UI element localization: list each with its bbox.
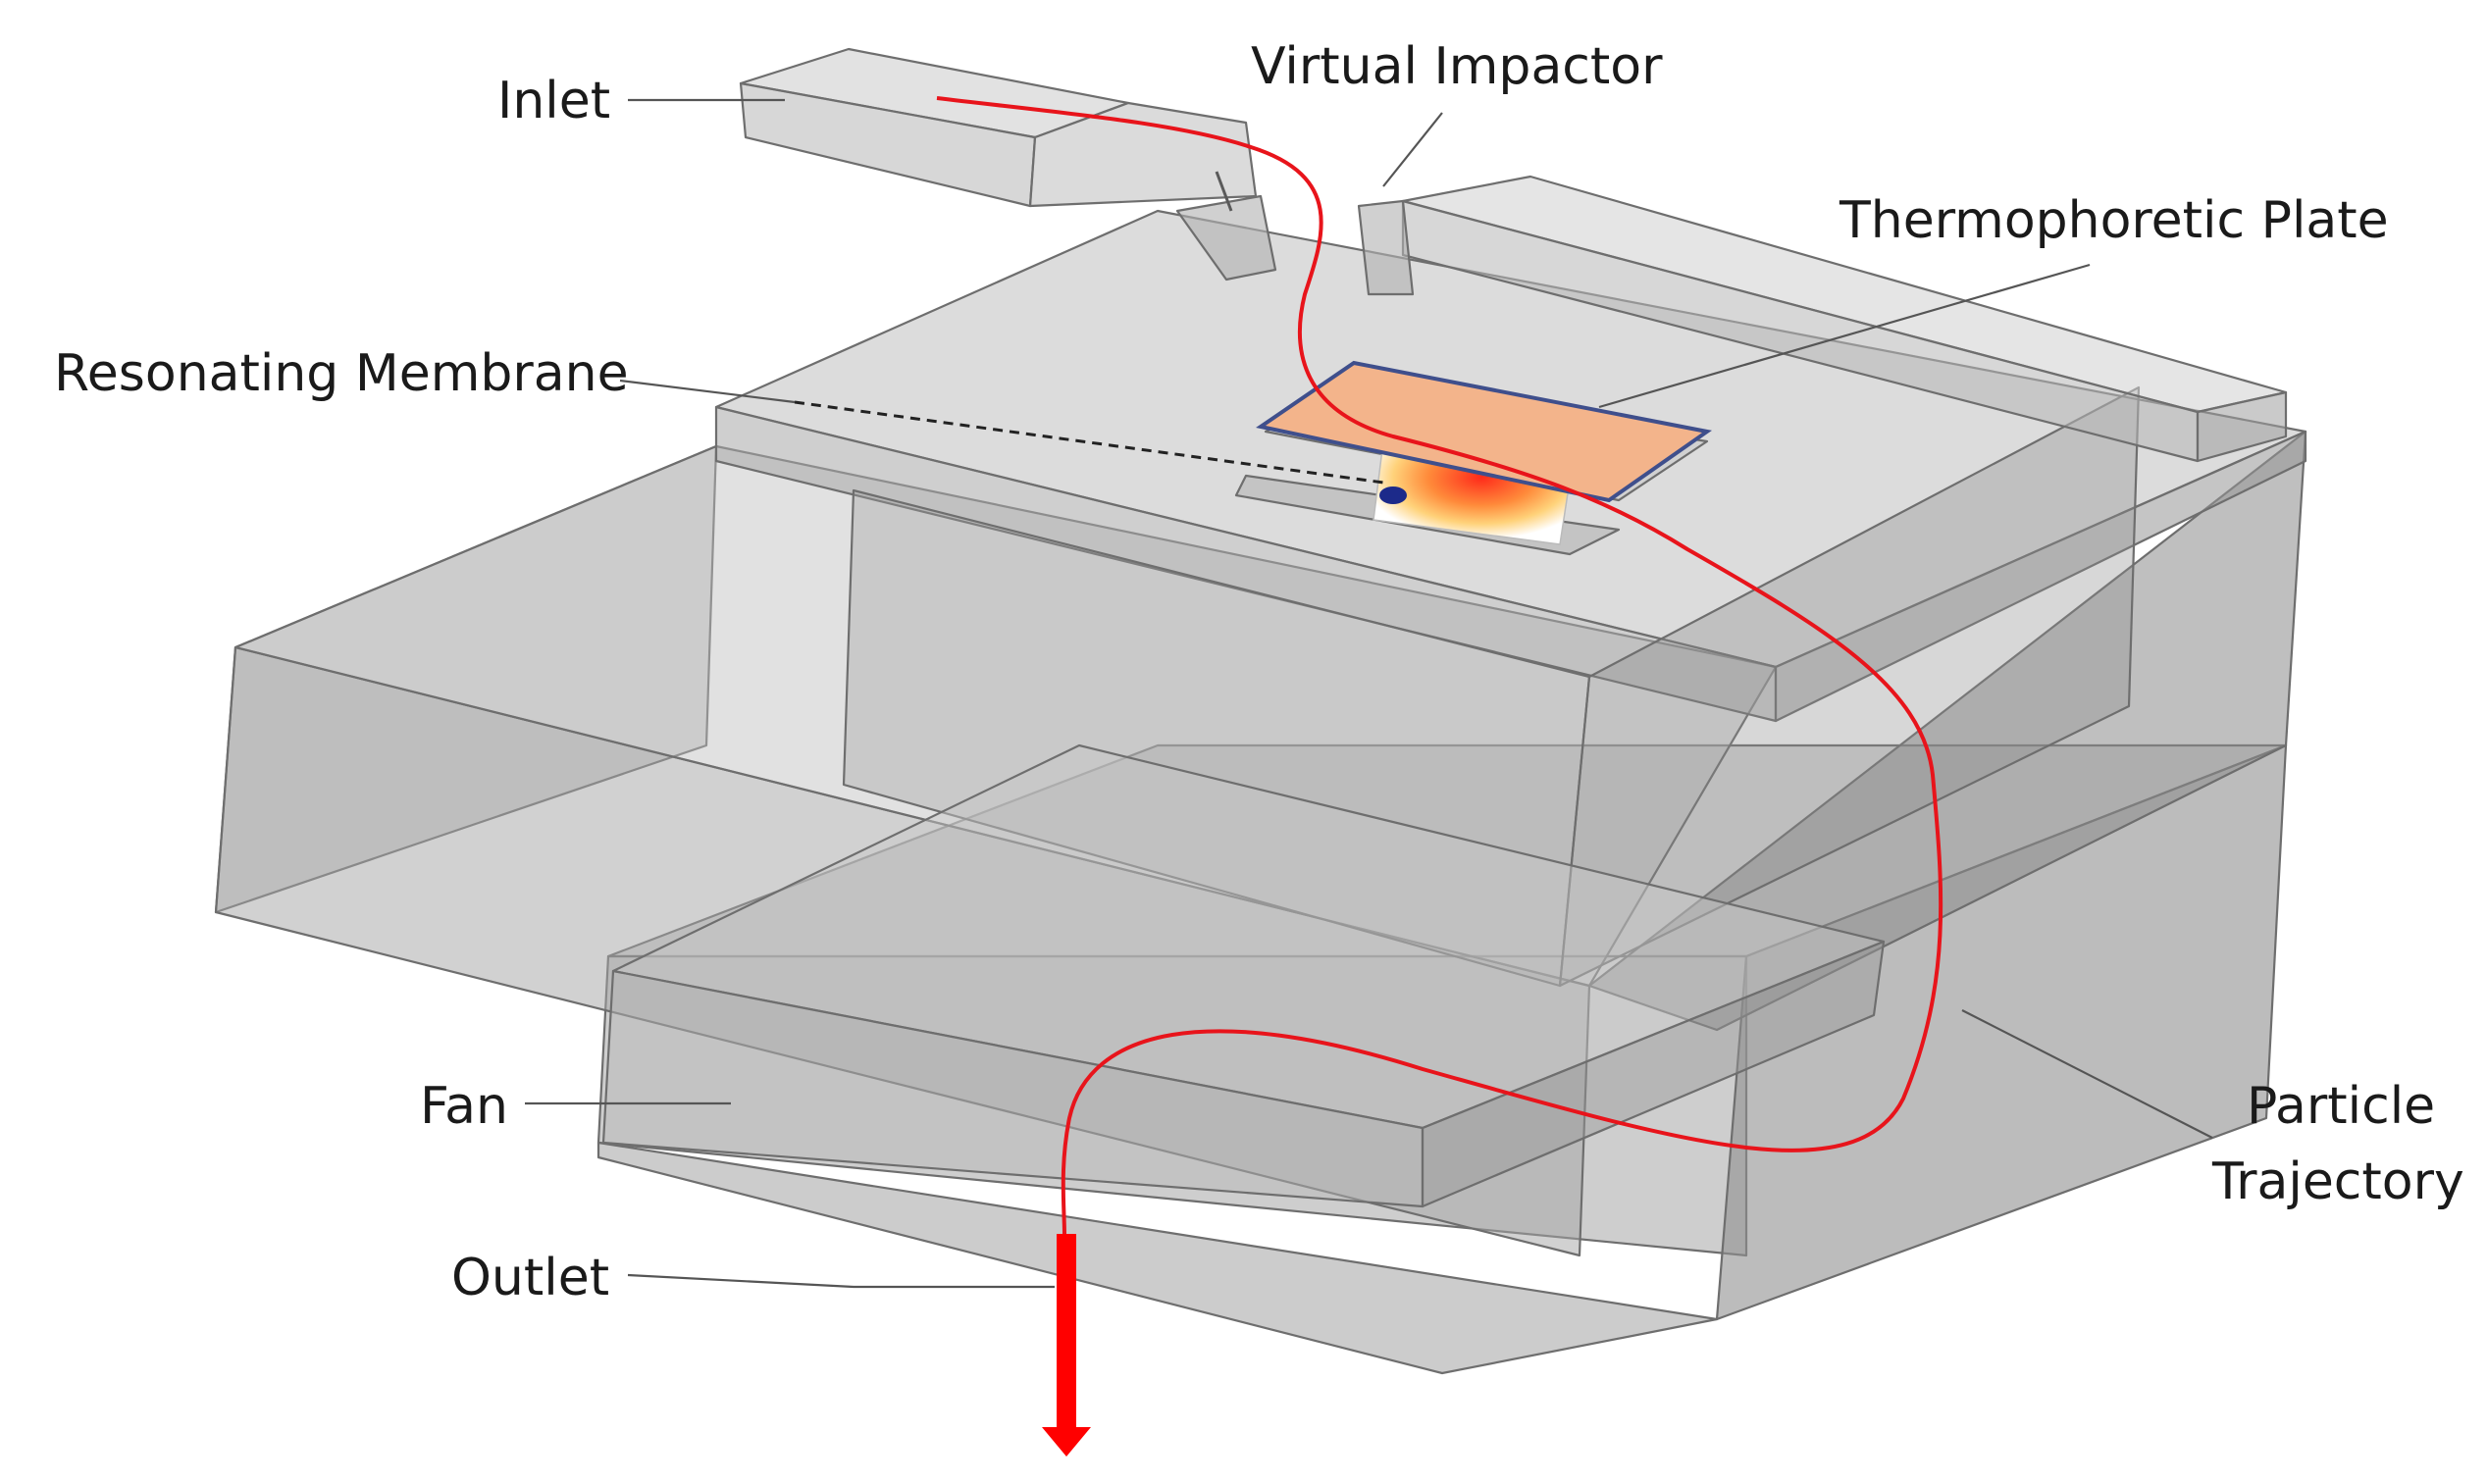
leader-thermophoretic-plate — [1598, 263, 2091, 409]
main-block-right — [1587, 430, 2307, 1032]
label-fan: Fan — [420, 1077, 508, 1136]
leader-resonating-membrane — [619, 379, 796, 404]
label-resonating-membrane: Resonating Membrane — [54, 344, 629, 403]
outlet-arrow-shaft — [1057, 1234, 1076, 1430]
fan-box-right — [1421, 940, 1886, 1208]
leader-particle-trajectory — [1961, 1009, 2213, 1139]
label-outlet: Outlet — [451, 1249, 609, 1307]
inlet-channel — [739, 47, 1415, 296]
lower-block-bottom-front — [596, 1141, 1719, 1375]
label-inlet: Inlet — [497, 72, 610, 130]
label-particle-trajectory-line1: Particle — [2247, 1077, 2435, 1136]
inner-wall-right — [1558, 385, 2141, 988]
particle-trajectory — [936, 96, 1943, 1237]
inlet-nozzle — [1028, 101, 1258, 208]
thermophoretic-plate — [1256, 360, 1713, 503]
outlet-arrow — [1042, 1234, 1091, 1457]
leader-outlet — [627, 1273, 1055, 1289]
device-body — [214, 175, 2307, 1375]
impactor-gap-mark — [1215, 171, 1233, 212]
sensor-assembly — [1256, 360, 1713, 545]
label-particle-trajectory-line2: Trajectory — [2211, 1152, 2464, 1211]
label-virtual-impactor: Virtual Impactor — [1251, 37, 1663, 96]
labels: Inlet Virtual Impactor Thermophoretic Pl… — [54, 37, 2464, 1307]
side-channel-end — [2196, 390, 2288, 463]
leader-virtual-impactor — [1382, 112, 1443, 187]
membrane-blue-spot — [1379, 486, 1407, 504]
label-thermophoretic-plate: Thermophoretic Plate — [1839, 191, 2389, 250]
impactor-block-left — [1175, 194, 1277, 281]
leader-lines — [525, 98, 2213, 1289]
impactor-block-right — [1357, 199, 1415, 296]
upper-chamber-right — [1774, 430, 2307, 723]
outlet-arrow-head — [1042, 1427, 1091, 1457]
